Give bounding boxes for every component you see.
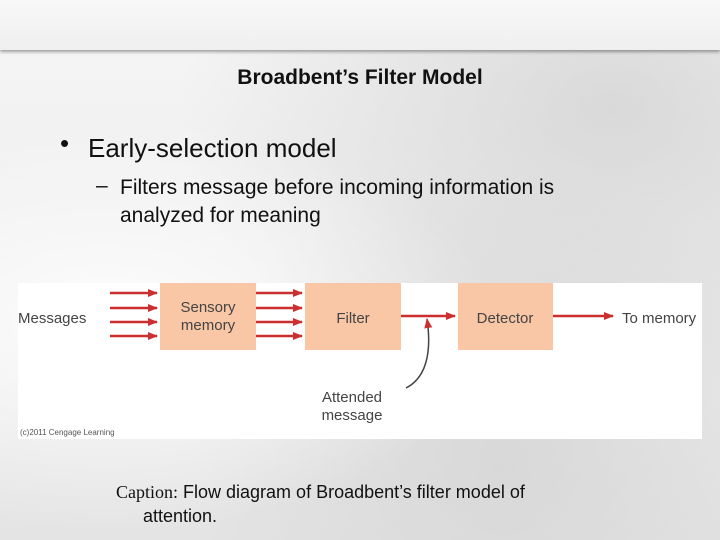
caption-text: Flow diagram of Broadbent’s filter model… (183, 482, 525, 502)
sensory-memory-label-line2: memory (181, 317, 236, 334)
sub-bullet-marker: – (96, 174, 108, 197)
slide-title: Broadbent’s Filter Model (237, 66, 483, 89)
filter-model-diagram: Messages Sensory memory Filter Detector … (18, 283, 702, 439)
bullet-text: Early-selection model (88, 133, 337, 163)
input-arrows (110, 289, 158, 340)
copyright-text: (c)2011 Cengage Learning (20, 428, 115, 437)
detector-label: Detector (477, 310, 534, 327)
sub-bullet-text: Filters message before incoming informat… (120, 176, 555, 227)
attended-message-arrow (405, 318, 433, 389)
attended-label-line1: Attended (322, 389, 382, 406)
caption-lead: Caption: (116, 482, 178, 502)
caption-line1: Caption: Flow diagram of Broadbent’s fil… (116, 480, 636, 504)
detector-box (458, 283, 553, 350)
sensory-memory-box (160, 283, 256, 350)
to-memory-label: To memory (622, 310, 697, 327)
caption-line2: attention. (143, 506, 218, 526)
bullet-marker: • (60, 128, 70, 158)
sensory-memory-label-line1: Sensory (180, 299, 236, 316)
filter-label: Filter (336, 310, 369, 327)
filter-box (305, 283, 401, 350)
diagram-canvas: Messages Sensory memory Filter Detector … (18, 283, 697, 437)
attended-label-line2: message (322, 407, 383, 424)
messages-label: Messages (18, 310, 86, 327)
header-band (0, 0, 720, 50)
figure-caption: Caption: Flow diagram of Broadbent’s fil… (116, 480, 636, 528)
middle-arrows (256, 289, 303, 340)
